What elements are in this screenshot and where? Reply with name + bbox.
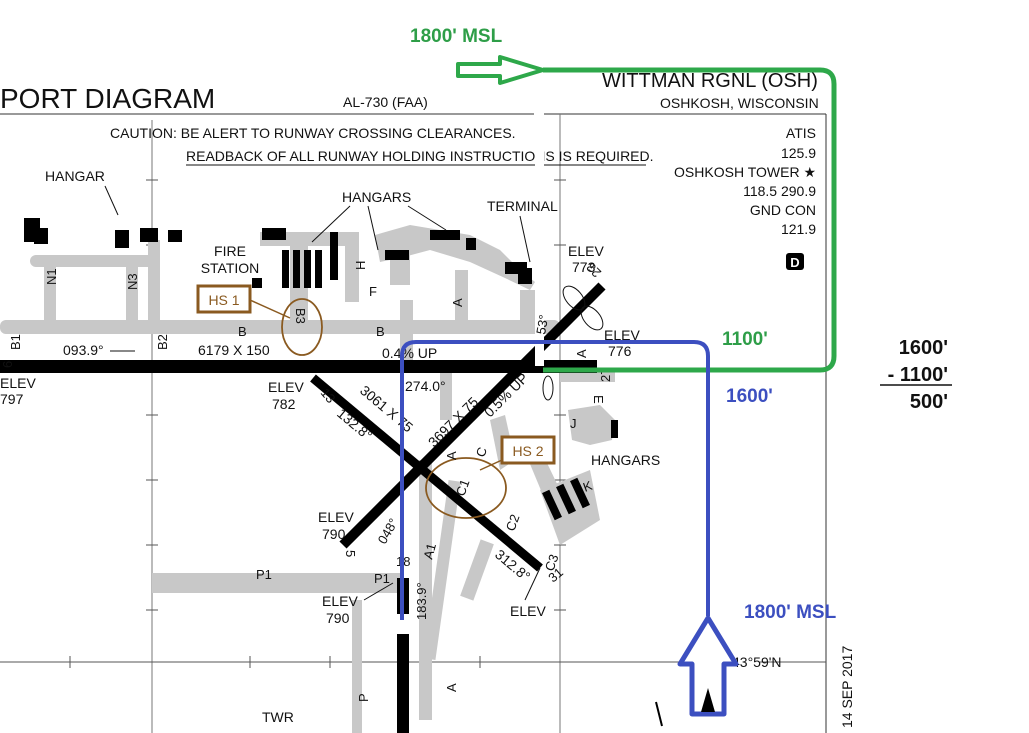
elev-782-label: ELEV <box>268 379 304 395</box>
calc-line-3: 500' <box>910 391 948 413</box>
elev-790a-value: 790 <box>322 526 346 542</box>
doc-id: AL-730 (FAA) <box>343 94 428 110</box>
taxiway-labels: N1 N3 B1 B2 B3 B B H F A A A A C C1 C2 C… <box>8 261 606 702</box>
elev-773-value: 773 <box>572 259 596 275</box>
taxiway-e: E <box>591 395 606 404</box>
airport-name: WITTMAN RGNL (OSH) <box>602 70 818 92</box>
ground-frequency: 121.9 <box>781 221 816 237</box>
elev-776-label: ELEV <box>604 327 640 343</box>
caution-line-2: READBACK OF ALL RUNWAY HOLDING INSTRUCTI… <box>186 148 654 164</box>
taxiway-h: H <box>353 261 368 270</box>
taxiway-c2: C2 <box>503 512 523 533</box>
green-arrow-icon <box>456 55 545 85</box>
d-symbol-box <box>786 253 804 270</box>
taxiway-a-bottom: A <box>444 683 459 692</box>
elev-left-label: ELEV <box>0 375 36 391</box>
tick-mark <box>655 701 663 727</box>
runway-9-27 <box>0 360 597 373</box>
fire-station-label-2: STATION <box>201 260 260 276</box>
taxiway-p1-right: P1 <box>374 571 390 586</box>
runways <box>0 282 606 733</box>
taxiway-network <box>0 225 615 733</box>
heading-093: 093.9° <box>63 342 104 358</box>
atis-frequency: 125.9 <box>781 145 816 161</box>
runway-5-23 <box>339 282 606 549</box>
blue-route <box>400 340 739 717</box>
elev-773-label: ELEV <box>568 243 604 259</box>
caution-line-1: CAUTION: BE ALERT TO RUNWAY CROSSING CLE… <box>110 125 516 141</box>
taxiway-b1: B1 <box>8 334 23 350</box>
blue-altitude-bottom: 1800' MSL <box>744 602 837 623</box>
runway-13-31 <box>310 374 543 572</box>
ground-label: GND CON <box>750 202 816 218</box>
atis-label: ATIS <box>786 125 816 141</box>
elev-790b-label: ELEV <box>322 593 358 609</box>
runway-end-5: 5 <box>343 550 358 557</box>
hot-spot-1-box <box>196 284 252 314</box>
taxiway-n1: N1 <box>44 268 59 285</box>
taxiway-a-mid: A <box>444 451 459 460</box>
wind-cone-symbol <box>542 285 604 401</box>
green-altitude-mid: 1100' <box>722 329 768 350</box>
taxiway-a-right: A <box>574 349 589 358</box>
hot-spot-1-label: HS 1 <box>208 292 239 308</box>
elev-776-value: 776 <box>608 343 632 359</box>
hot-spot-2-box <box>500 435 556 465</box>
elev-790a-label: ELEV <box>318 509 354 525</box>
hangar-label: HANGAR <box>45 168 105 184</box>
blue-arrow-icon <box>677 615 739 717</box>
dimension-9-27: 6179 X 150 <box>198 342 270 358</box>
hot-spot-2-label: HS 2 <box>512 443 543 459</box>
elev-790b-value: 790 <box>326 610 350 626</box>
heading-048: 048° <box>375 516 401 547</box>
elev-bottom-label: ELEV <box>510 603 546 619</box>
buildings <box>24 218 618 521</box>
taxiway-c3: C3 <box>542 552 562 573</box>
elev-left-value: 797 <box>0 391 24 407</box>
fire-station-label-1: FIRE <box>214 243 246 259</box>
diagram-title: PORT DIAGRAM <box>0 83 215 114</box>
calc-line-1: 1600' <box>899 337 948 359</box>
tower-frequency: 118.5 290.9 <box>743 183 816 199</box>
taxiway-j: J <box>570 416 577 431</box>
chart-date: 14 SEP 2017 <box>839 646 855 728</box>
altitude-calculation: 1600' - 1100' 500' <box>880 337 952 413</box>
taxiway-a-top: A <box>450 298 465 307</box>
hangars-right-label: HANGARS <box>591 452 660 468</box>
taxiway-a1: A1 <box>420 542 439 561</box>
heading-274: 274.0° <box>405 378 446 394</box>
taxiway-n3: N3 <box>125 273 140 290</box>
airport-location: OSHKOSH, WISCONSIN <box>660 95 819 111</box>
taxiway-c: C <box>473 445 490 459</box>
runway-end-9: 6 <box>0 361 15 368</box>
latitude-label: 43°59'N <box>732 654 782 670</box>
taxiway-b2: B2 <box>155 334 170 350</box>
d-symbol: D <box>790 255 799 270</box>
taxiway-c1: C1 <box>453 477 473 498</box>
green-route <box>456 55 837 373</box>
hangars-top-label: HANGARS <box>342 189 411 205</box>
heading-183: 183.9° <box>414 582 429 620</box>
heading-053: 53° <box>533 314 551 336</box>
taxiway-b-left: B <box>238 324 247 339</box>
hot-spot-1-circle <box>281 298 323 356</box>
taxiway-p1-left: P1 <box>256 567 272 582</box>
elev-782-value: 782 <box>272 396 296 412</box>
taxiway-f: F <box>369 284 377 299</box>
taxiway-p: P <box>356 693 371 702</box>
green-altitude-top: 1800' MSL <box>410 26 503 47</box>
calc-line-2: - 1100' <box>888 364 948 386</box>
taxiway-b-right: B <box>376 324 385 339</box>
hot-spots: HS 1 HS 2 <box>196 284 556 519</box>
tower-label: OSHKOSH TOWER ★ <box>674 164 816 180</box>
terminal-label: TERMINAL <box>487 198 558 214</box>
hot-spot-2-circle <box>425 457 507 519</box>
frequency-block: ATIS 125.9 OSHKOSH TOWER ★ 118.5 290.9 G… <box>674 125 816 270</box>
tower-label-map: TWR <box>262 709 294 725</box>
slope-9-27: 0.4% UP <box>382 345 437 361</box>
taxiway-b3: B3 <box>293 308 308 324</box>
elevation-labels: ELEV 797 ELEV 782 ELEV 773 ELEV 776 ELEV… <box>0 243 640 626</box>
blue-altitude-mid: 1600' <box>726 386 773 407</box>
